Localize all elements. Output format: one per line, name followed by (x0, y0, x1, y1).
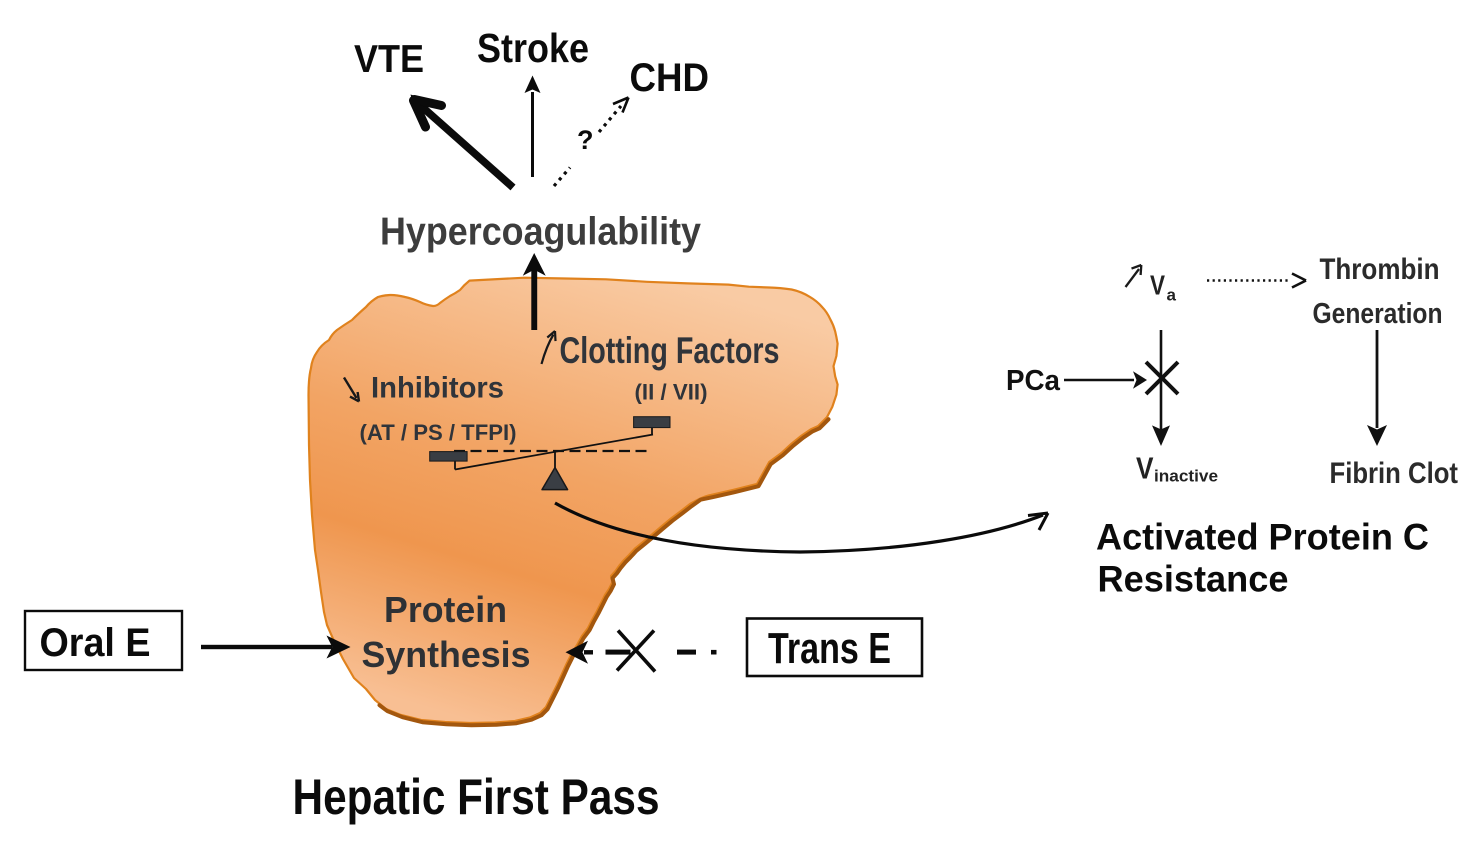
svg-text:?: ? (577, 125, 594, 155)
svg-text:Hypercoagulability: Hypercoagulability (380, 211, 701, 254)
svg-text:PCa: PCa (1006, 365, 1061, 397)
svg-text:V: V (1150, 270, 1166, 301)
svg-text:Stroke: Stroke (477, 25, 589, 71)
svg-text:Oral E: Oral E (40, 621, 151, 665)
svg-text:Clotting Factors: Clotting Factors (560, 330, 780, 371)
svg-text:Fibrin Clot: Fibrin Clot (1330, 457, 1459, 490)
svg-text:a: a (1167, 286, 1177, 305)
svg-text:Inhibitors: Inhibitors (371, 372, 504, 405)
svg-text:V: V (1136, 451, 1154, 486)
svg-text:(II / VII): (II / VII) (635, 380, 708, 405)
svg-text:Trans E: Trans E (768, 624, 891, 673)
svg-text:CHD: CHD (630, 56, 710, 100)
svg-text:Resistance: Resistance (1098, 558, 1289, 599)
svg-text:Thrombin: Thrombin (1320, 253, 1440, 286)
svg-text:Generation: Generation (1313, 298, 1443, 330)
svg-text:Protein: Protein (384, 589, 507, 630)
svg-text:Synthesis: Synthesis (362, 634, 531, 675)
svg-text:VTE: VTE (354, 38, 424, 81)
svg-text:Hepatic First Pass: Hepatic First Pass (293, 769, 660, 825)
svg-text:inactive: inactive (1154, 468, 1218, 486)
svg-text:Activated Protein C: Activated Protein C (1096, 516, 1429, 557)
svg-text:(AT / PS / TFPI): (AT / PS / TFPI) (360, 420, 517, 445)
